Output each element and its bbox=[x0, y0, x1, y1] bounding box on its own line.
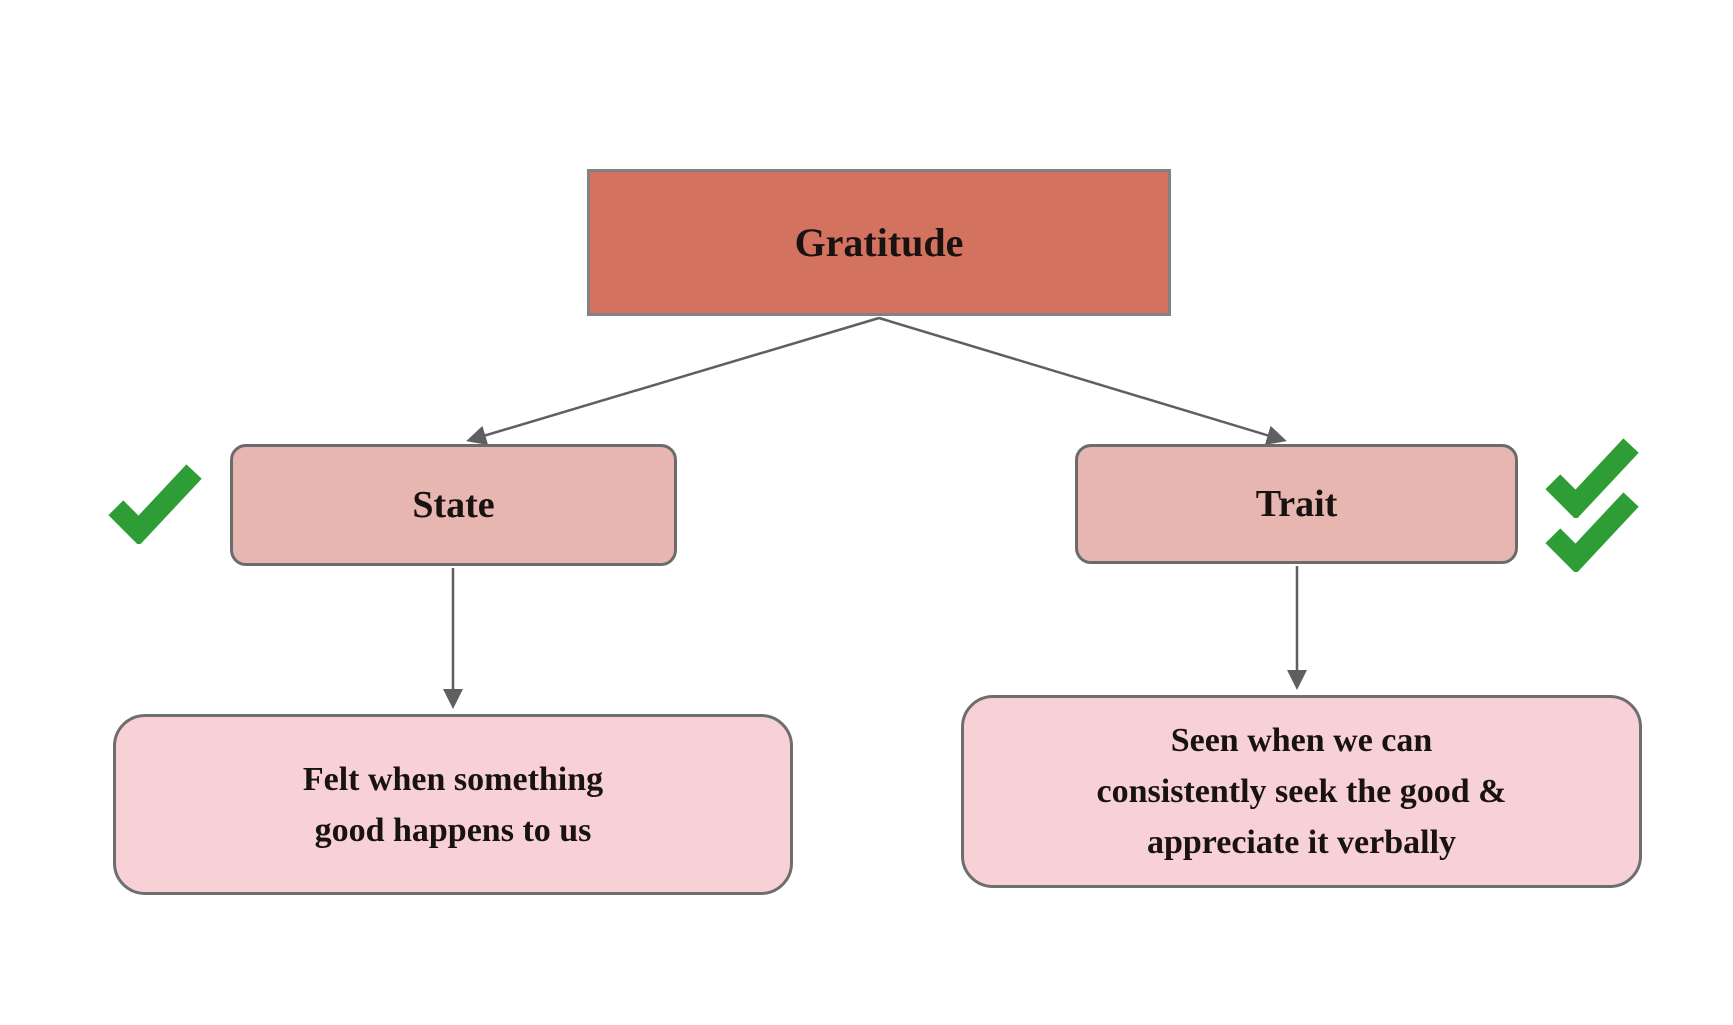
double-checkmark-icon-top bbox=[1543, 436, 1639, 518]
trait-description-line: Seen when we can bbox=[1170, 722, 1433, 759]
trait-label: Trait bbox=[1255, 483, 1338, 525]
trait-description-line: consistently seek the good & bbox=[1096, 773, 1507, 810]
state-label: State bbox=[412, 484, 495, 526]
state-description-box: Felt when something good happens to us bbox=[113, 714, 793, 895]
trait-description-line: appreciate it verbally bbox=[1146, 824, 1457, 861]
arrow-gratitude-to-state bbox=[466, 316, 880, 446]
trait-description-box: Seen when we can consistently seek the g… bbox=[961, 695, 1642, 888]
gratitude-label: Gratitude bbox=[794, 220, 964, 265]
checkmark-icon bbox=[106, 462, 202, 544]
arrow-gratitude-to-trait bbox=[878, 316, 1287, 445]
double-checkmark-icon-bottom bbox=[1543, 490, 1639, 572]
state-description-line: Felt when something bbox=[302, 760, 604, 798]
state-box: State bbox=[230, 444, 677, 566]
gratitude-box: Gratitude bbox=[587, 169, 1171, 316]
state-description-line: good happens to us bbox=[314, 811, 592, 849]
trait-box: Trait bbox=[1075, 444, 1518, 564]
